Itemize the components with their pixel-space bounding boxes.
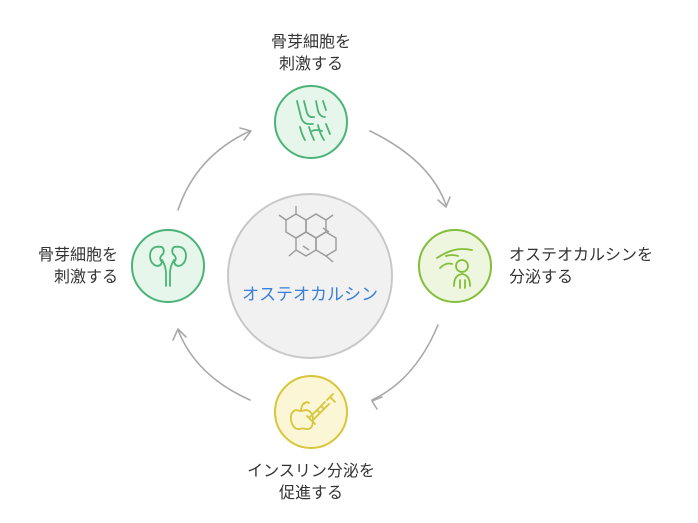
arrowhead-right bbox=[437, 196, 451, 208]
node-top-label-line2: 刺激する bbox=[278, 54, 343, 73]
arrowhead-left bbox=[172, 328, 187, 341]
node-right-label-line1: オステオカルシンを bbox=[509, 245, 654, 264]
center-circle bbox=[227, 193, 393, 359]
arc-left-to-top bbox=[177, 130, 251, 211]
node-right-label: オステオカルシンを 分泌する bbox=[509, 244, 653, 288]
node-left-circle bbox=[131, 229, 205, 303]
arrowhead-bottom bbox=[371, 396, 383, 410]
node-top-circle bbox=[274, 85, 348, 159]
node-top-label: 骨芽細胞を 刺激する bbox=[256, 31, 366, 75]
hand-holding-figure-icon bbox=[436, 248, 473, 289]
node-left-label-line2: 刺激する bbox=[53, 267, 118, 286]
node-bottom-label-line2: 促進する bbox=[278, 483, 343, 502]
center-label: オステオカルシン bbox=[242, 285, 378, 305]
kidney-icon bbox=[149, 245, 187, 287]
node-top-label-line1: 骨芽細胞を bbox=[270, 32, 351, 51]
node-left-label: 骨芽細胞を 刺激する bbox=[16, 244, 118, 288]
molecule-icon bbox=[278, 206, 337, 263]
node-right-label-line2: 分泌する bbox=[509, 267, 574, 286]
node-left-label-line1: 骨芽細胞を bbox=[37, 245, 118, 264]
arc-right-to-bottom bbox=[371, 324, 439, 401]
node-right-circle bbox=[418, 229, 492, 303]
arc-bottom-to-left bbox=[177, 329, 251, 401]
knee-joint-icon bbox=[296, 100, 331, 141]
node-bottom-label: インスリン分泌を 促進する bbox=[216, 460, 406, 504]
arrowhead-top bbox=[239, 127, 252, 141]
node-bottom-label-line1: インスリン分泌を bbox=[247, 461, 375, 480]
apple-syringe-icon bbox=[289, 393, 336, 430]
arc-top-to-right bbox=[369, 130, 447, 206]
